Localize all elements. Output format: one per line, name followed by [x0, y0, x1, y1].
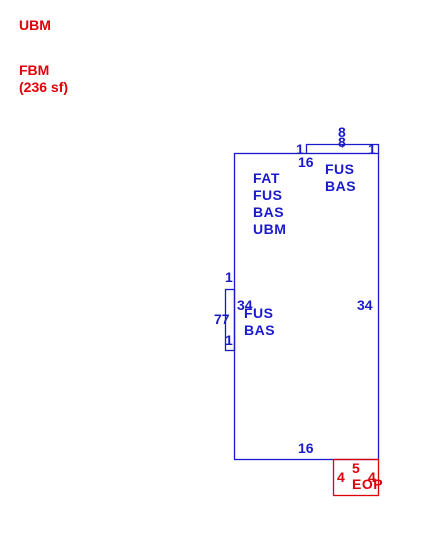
top-area-line-2: BAS [325, 178, 357, 194]
dim-left-1-top: 1 [225, 269, 233, 285]
dim-porch-left: 4 [337, 469, 345, 485]
left-bump-outline [224, 288, 236, 352]
dim-top-left-1: 1 [296, 141, 304, 157]
main-area-line-1: FAT [253, 170, 280, 186]
dim-top-a: 8 [338, 124, 346, 140]
legend-ubm: UBM [19, 17, 51, 33]
dim-left-1-bottom: 1 [225, 332, 233, 348]
main-area-line-2: FUS [253, 187, 283, 203]
main-area-line-4: UBM [253, 221, 287, 237]
dim-left-34: 34 [237, 297, 253, 313]
dim-porch-top: 5 [352, 460, 360, 476]
left-area-line-2: BAS [244, 322, 276, 338]
dim-bottom-16: 16 [298, 440, 314, 456]
porch-outline [332, 458, 380, 497]
legend-fbm: FBM [19, 62, 50, 78]
dim-top-right-1: 1 [368, 141, 376, 157]
dim-left-77: 77 [214, 311, 230, 327]
top-area-line-1: FUS [325, 161, 355, 177]
dim-porch-right: 4 [368, 469, 376, 485]
dim-top-16: 16 [298, 154, 314, 170]
main-area-line-3: BAS [253, 204, 285, 220]
porch-label: EOP [352, 476, 384, 492]
dim-top-b: 8 [338, 134, 346, 150]
legend-fbm-area: (236 sf) [19, 79, 69, 95]
left-area-line-1: FUS [244, 305, 274, 321]
dim-right-34: 34 [357, 297, 373, 313]
